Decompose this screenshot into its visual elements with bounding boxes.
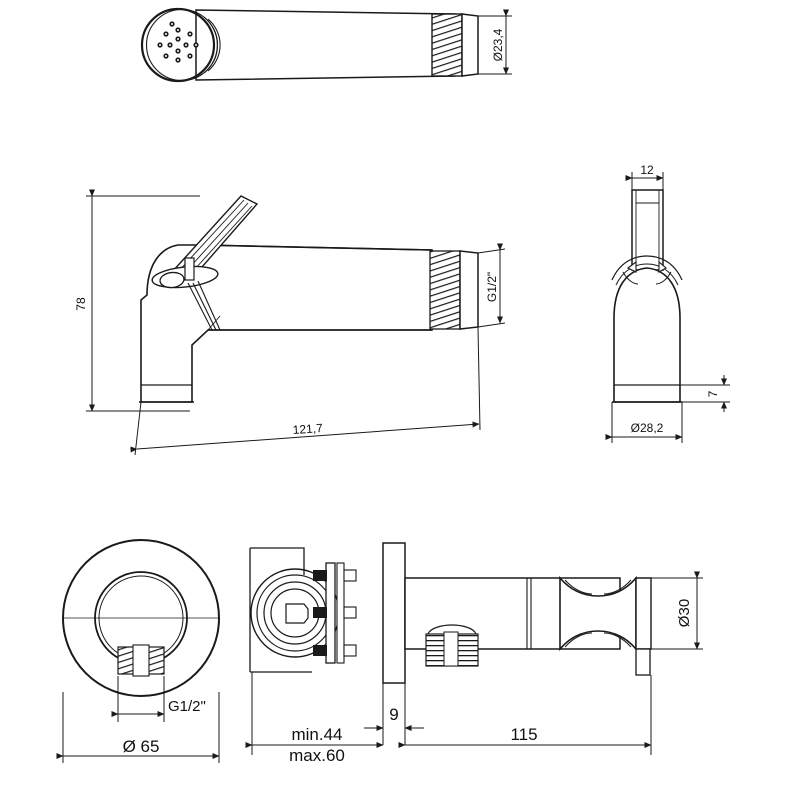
dim-front-base-diameter: [605, 402, 683, 443]
dim-label-bracket-projection: 115: [510, 725, 537, 744]
dim-label-wall-min: min.44: [291, 725, 342, 744]
dim-label-front-base-height: 7: [706, 390, 720, 397]
view-side-spray-gun: [139, 195, 479, 403]
dim-front-neck: [625, 172, 664, 190]
dim-label-flange-diameter: Ø 65: [123, 737, 160, 756]
dim-label-side-height: 78: [74, 297, 88, 311]
dim-label-head-diameter: Ø23,4: [491, 28, 505, 61]
dim-bracket-plate-thickness: [364, 683, 424, 745]
dim-label-side-length: 121,7: [292, 421, 323, 437]
view-top-hand-shower: [140, 7, 479, 83]
dim-flange-thread: [111, 676, 165, 722]
dim-label-bracket-plate-thickness: 9: [389, 705, 398, 724]
thread-section-top: [431, 13, 479, 77]
dim-label-front-base-diameter: Ø28,2: [631, 421, 664, 435]
dim-label-flange-thread: G1/2": [168, 698, 206, 715]
dim-side-length: [130, 326, 481, 456]
dim-label-side-thread: G1/2": [485, 272, 499, 302]
flange-thread-boss: [117, 644, 165, 677]
thread-section-side: [429, 250, 479, 330]
dim-label-front-neck: 12: [640, 163, 654, 177]
bracket-thread-port: [425, 624, 479, 667]
dim-bracket-projection: [398, 675, 652, 755]
dim-side-height: [86, 189, 200, 412]
dim-bracket-wall-thickness: [245, 672, 384, 755]
dim-bracket-holder-diameter: [651, 571, 703, 650]
dim-label-bracket-holder-diameter: Ø30: [676, 599, 693, 627]
mounting-studs: [313, 570, 327, 656]
view-bracket-side: [249, 542, 652, 684]
dim-top-diameter: [478, 9, 512, 75]
dim-side-thread: [477, 243, 506, 328]
trigger-lever: [151, 195, 259, 331]
view-flange-face: [62, 539, 220, 697]
dim-flange-diameter: [56, 692, 220, 763]
view-front-spray-gun: [611, 189, 683, 403]
dim-label-wall-max: max.60: [289, 746, 345, 765]
dim-front-base-height: [680, 375, 730, 412]
